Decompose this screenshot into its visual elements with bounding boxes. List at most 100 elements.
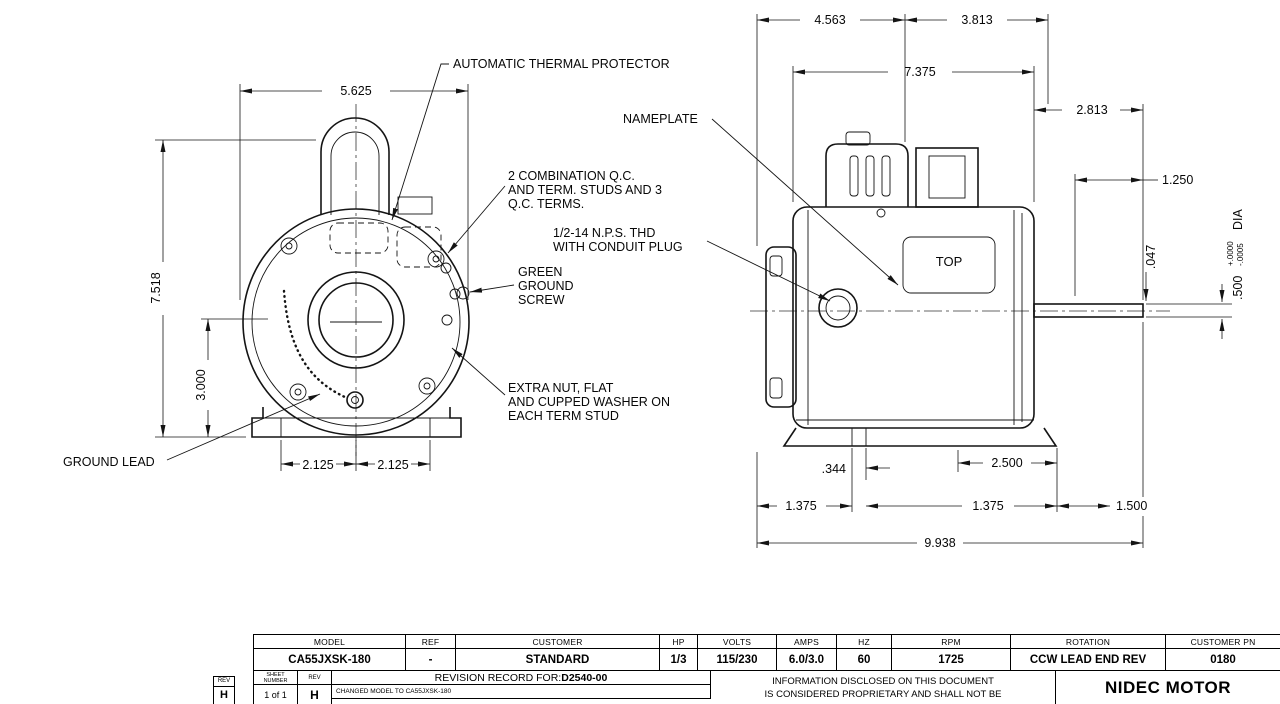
tb-change-note: CHANGED MODEL TO CA55JXSK-180 <box>332 685 711 699</box>
dim-shaft-step-label: .047 <box>1144 245 1158 269</box>
tb-value-hz: 60 <box>837 649 892 671</box>
qc-label-3: Q.C. TERMS. <box>508 197 584 211</box>
tb-header-hp: HP <box>660 635 698 649</box>
callout-qc-terms: 2 COMBINATION Q.C. AND TERM. STUDS AND 3… <box>447 169 662 254</box>
green-label-1: GREEN <box>518 265 562 279</box>
ground-lead-label: GROUND LEAD <box>63 455 155 469</box>
qc-label-2: AND TERM. STUDS AND 3 <box>508 183 662 197</box>
dim-top-left-label: 4.563 <box>814 13 845 27</box>
dim-shaft-ext-label: 1.500 <box>1116 499 1147 513</box>
dim-body-length-7375: 7.375 <box>792 65 1035 202</box>
revision-marker-value: H <box>220 689 228 701</box>
callout-nameplate: NAMEPLATE <box>623 112 899 286</box>
terminal-studs <box>440 262 461 326</box>
motor-shell-outline <box>242 208 470 436</box>
callout-nps-thread: 1/2-14 N.P.S. THD WITH CONDUIT PLUG <box>553 226 831 302</box>
dia-suffix: DIA <box>1231 209 1245 231</box>
dim-foot-slot-label: .344 <box>822 462 846 476</box>
tb-header-ref: REF <box>406 635 456 649</box>
tb-header-customer-pn: CUSTOMER PN <box>1166 635 1280 649</box>
callout-extra-nut: EXTRA NUT, FLAT AND CUPPED WASHER ON EAC… <box>451 347 670 423</box>
tb-rev-label: REV <box>298 671 332 685</box>
callout-green-ground-screw: GREEN GROUND SCREW <box>469 265 574 307</box>
lead-end-bracket <box>765 246 797 408</box>
shell-boss <box>397 196 433 215</box>
tb-header-amps: AMPS <box>777 635 837 649</box>
nameplate-top-text: TOP <box>936 254 963 269</box>
dim-width-label: 5.625 <box>340 84 371 98</box>
shaft-dia-note: .500 +.0000 -.0005 DIA <box>1226 209 1245 301</box>
dim-foot-offset-right-label: 1.375 <box>972 499 1003 513</box>
tb-header-model: MODEL <box>254 635 406 649</box>
tb-header-rpm: RPM <box>892 635 1011 649</box>
front-view <box>242 104 470 456</box>
tb-revision-record-label: REVISION RECORD FOR: <box>434 671 562 684</box>
extra-nut-label-2: AND CUPPED WASHER ON <box>508 395 670 409</box>
dim-foot-offsets-1375: 1.375 1.375 <box>756 452 1057 548</box>
motor-body <box>792 206 1035 429</box>
green-ground-screw <box>456 286 470 300</box>
dim-center-height-label: 3.000 <box>194 369 208 400</box>
dim-shaft-dia: .500 +.0000 -.0005 DIA <box>1146 209 1245 339</box>
nps-label-2: WITH CONDUIT PLUG <box>553 240 683 254</box>
thermal-protector-label: AUTOMATIC THERMAL PROTECTOR <box>453 57 670 71</box>
tb-rev-value: H <box>298 685 332 704</box>
dim-overhang-label: 2.813 <box>1076 103 1107 117</box>
dim-foot-span-2500: 2.500 <box>957 448 1058 512</box>
dim-top-right-label: 3.813 <box>961 13 992 27</box>
dim-foot-slot-344: .344 <box>822 448 890 512</box>
dim-overall-height-label: 7.518 <box>149 272 163 303</box>
dia-tol-minus: -.0005 <box>1236 243 1245 266</box>
dim-body-length-label: 7.375 <box>904 65 935 79</box>
tb-proprietary-note: INFORMATION DISCLOSED ON THIS DOCUMENT I… <box>711 671 1056 704</box>
dia-tol-plus: +.0000 <box>1226 241 1235 266</box>
shaft <box>1033 303 1144 318</box>
tb-company-name: NIDEC MOTOR <box>1056 671 1280 704</box>
tb-header-volts: VOLTS <box>698 635 777 649</box>
green-label-3: SCREW <box>518 293 565 307</box>
dim-shaft-length-label: 1.250 <box>1162 173 1193 187</box>
terminal-area-hidden-outline <box>396 226 442 268</box>
motor-shell-inner <box>251 217 461 427</box>
nps-label-1: 1/2-14 N.P.S. THD <box>553 226 655 240</box>
nameplate: TOP <box>902 236 996 294</box>
dim-overhang-2813: 2.813 <box>1034 103 1144 300</box>
side-view: TOP <box>750 131 1170 447</box>
dim-top-4563-3813: 4.563 3.813 <box>756 13 1049 246</box>
callout-ground-lead: GROUND LEAD <box>63 393 321 469</box>
callout-thermal-protector: AUTOMATIC THERMAL PROTECTOR <box>391 57 670 221</box>
tb-sheet-number-label: SHEET NUMBER <box>254 671 298 685</box>
revision-marker-label: REV <box>214 677 234 687</box>
tb-header-hz: HZ <box>837 635 892 649</box>
tb-value-ref: - <box>406 649 456 671</box>
conduit-plug <box>818 288 858 328</box>
dim-width-5625: 5.625 <box>239 84 469 300</box>
thermal-protector-hidden-outline <box>329 222 389 254</box>
title-block: MODEL REF CUSTOMER HP VOLTS AMPS HZ RPM … <box>253 634 1280 704</box>
qc-label-1: 2 COMBINATION Q.C. <box>508 169 635 183</box>
motor-engineering-drawing: 5.625 7.518 3.000 2.125 2.125 AUTOMATIC … <box>63 13 1245 550</box>
extra-nut-label-3: EACH TERM STUD <box>508 409 619 423</box>
tb-sheet-label-1: SHEET <box>266 671 285 678</box>
tb-revision-record-doc: D2540-00 <box>561 671 608 684</box>
hub-outer <box>307 271 405 369</box>
dim-overall-length-9938: 9.938 <box>757 322 1144 550</box>
tb-header-rotation: ROTATION <box>1011 635 1166 649</box>
tb-proprietary-line2: IS CONSIDERED PROPRIETARY AND SHALL NOT … <box>764 689 1002 700</box>
tb-sheet-value: 1 of 1 <box>254 685 298 704</box>
tb-value-rotation: CCW LEAD END REV <box>1011 649 1166 671</box>
dim-foot-spacing-2125: 2.125 2.125 <box>280 440 431 472</box>
dim-shaft-ext-1500: 1.500 <box>1057 499 1147 513</box>
green-label-2: GROUND <box>518 279 574 293</box>
hub-bore <box>318 282 394 358</box>
ground-screw-and-lead <box>282 289 364 409</box>
tb-value-customer: STANDARD <box>456 649 660 671</box>
terminal-housing <box>825 131 979 218</box>
dim-overall-length-label: 9.938 <box>924 536 955 550</box>
tb-header-customer: CUSTOMER <box>456 635 660 649</box>
dim-foot-left-label: 2.125 <box>302 458 333 472</box>
revision-marker-box: REV H <box>213 676 235 704</box>
tb-proprietary-line1: INFORMATION DISCLOSED ON THIS DOCUMENT <box>772 676 994 687</box>
dim-foot-span-label: 2.500 <box>991 456 1022 470</box>
dia-value: .500 <box>1231 276 1245 300</box>
